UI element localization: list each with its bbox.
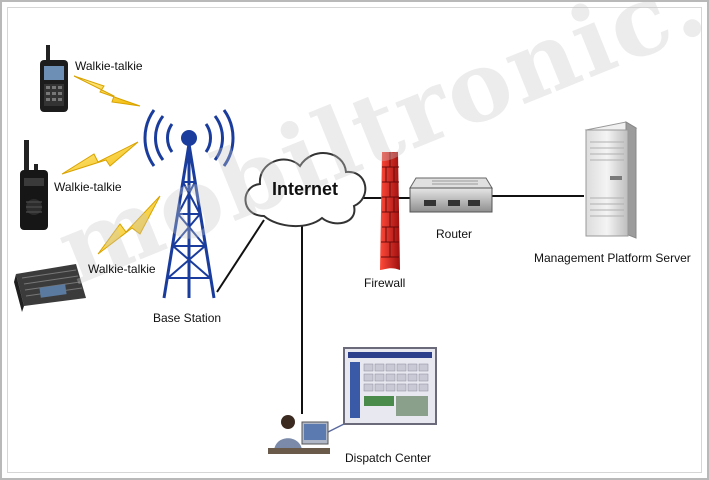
base-station-tower-icon — [143, 109, 235, 299]
walkie-talkie-3-icon — [14, 264, 86, 312]
dispatch-center-label: Dispatch Center — [345, 451, 432, 465]
walkie-talkie-1-label: Walkie-talkie — [75, 59, 143, 73]
dispatcher-person-icon — [268, 415, 330, 454]
walkie-talkie-2-label: Walkie-talkie — [54, 180, 122, 194]
firewall-label: Firewall — [364, 276, 406, 290]
firewall-icon — [380, 152, 400, 270]
connection-lines — [216, 195, 584, 414]
router-icon — [409, 177, 493, 213]
server-label: Management Platform Server — [534, 251, 691, 265]
internet-label: Internet — [272, 179, 339, 199]
base-station-label: Base Station — [153, 311, 222, 325]
walkie-talkie-1-icon — [40, 45, 68, 112]
lightning-bolt-icon-3 — [97, 195, 161, 255]
lightning-bolt-icon-1 — [73, 75, 141, 107]
router-label: Router — [436, 227, 473, 241]
internet-cloud-icon — [244, 152, 367, 228]
inner-border — [7, 7, 702, 473]
dispatch-monitor-icon — [321, 347, 437, 445]
link-tower-internet — [216, 219, 265, 293]
walkie-talkie-3-label: Walkie-talkie — [88, 262, 156, 276]
lightning-bolt-icon-2 — [61, 141, 139, 175]
lightning-icons — [61, 75, 161, 255]
management-server-icon — [584, 121, 638, 239]
walkie-talkie-2-icon — [20, 140, 48, 230]
